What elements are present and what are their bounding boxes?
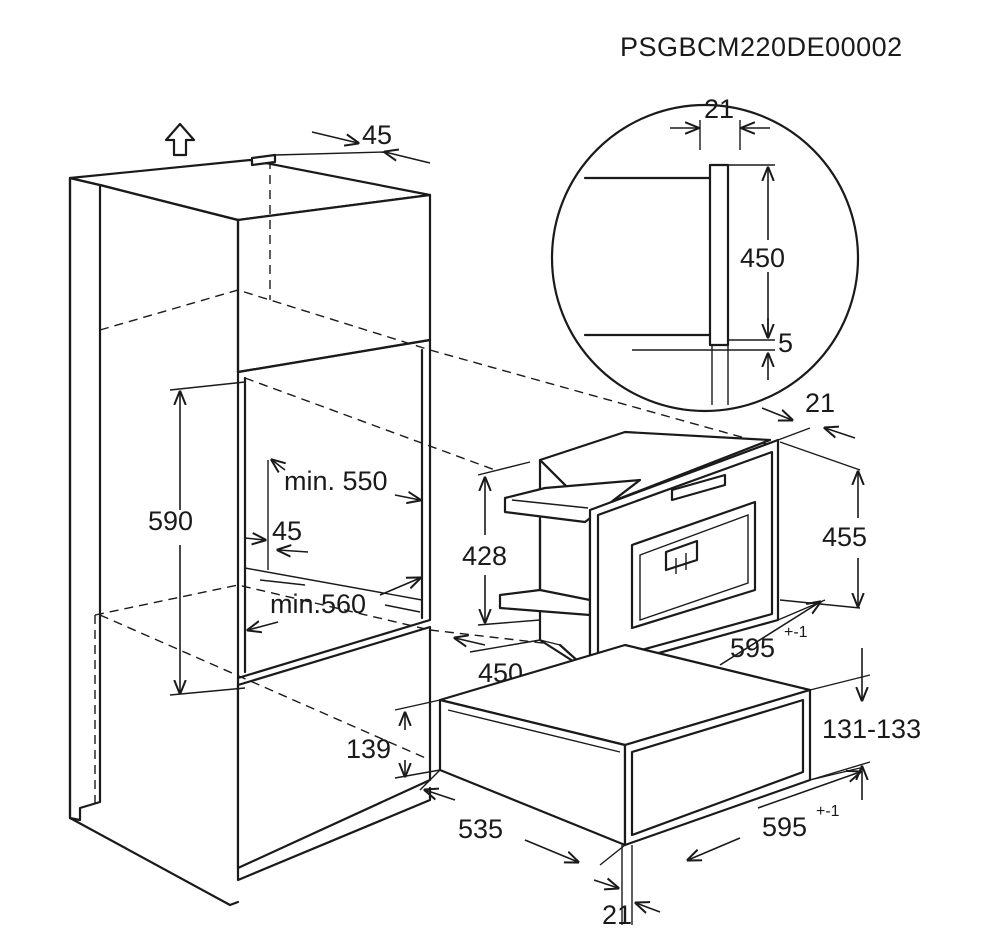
dim-595-machine: 595 +-1: [599, 599, 826, 704]
detail-circle: 21 450 5: [550, 94, 860, 413]
label-131-133: 131-133: [822, 714, 921, 744]
label-139: 139: [346, 734, 391, 764]
dim-top-45: 45: [274, 120, 431, 164]
label-detail-5: 5: [778, 328, 793, 358]
label-590: 590: [148, 506, 193, 536]
label-595-machine: 595: [730, 633, 775, 663]
label-front-21: 21: [805, 388, 835, 418]
label-595-drawer-tol: +-1: [816, 803, 840, 820]
label-535: 535: [458, 814, 503, 844]
dim-428: 428: [462, 461, 541, 626]
label-45-gap: 45: [272, 516, 302, 546]
dim-min-560: min.560: [248, 578, 420, 630]
label-min-560: min.560: [270, 589, 366, 619]
dim-590: 590: [148, 381, 246, 696]
dim-min-550: min. 550: [272, 460, 420, 500]
label-detail-21: 21: [704, 94, 734, 124]
label-595-machine-tol: +-1: [784, 624, 808, 641]
dim-bottom-21: 21: [593, 845, 661, 930]
dim-front-21: 21: [761, 388, 856, 441]
label-45-top: 45: [362, 120, 392, 150]
label-bottom-21: 21: [602, 900, 632, 930]
up-arrow-icon: [164, 122, 196, 157]
dim-139: 139: [346, 699, 441, 779]
label-595-drawer: 595: [762, 812, 807, 842]
label-detail-450: 450: [740, 243, 785, 273]
dim-535: 535: [419, 769, 626, 866]
drawing-code: PSGBCM220DE00002: [620, 32, 903, 62]
label-min-550: min. 550: [284, 466, 388, 496]
dim-131-133: 131-133: [809, 648, 921, 800]
warming-drawer: [438, 643, 812, 847]
dim-455: 455: [779, 441, 867, 609]
coffee-machine: [498, 430, 780, 674]
dim-595-drawer: 595 +-1: [688, 767, 860, 860]
label-455: 455: [822, 522, 867, 552]
dim-gap-45: 45: [244, 460, 309, 570]
label-428: 428: [462, 541, 507, 571]
